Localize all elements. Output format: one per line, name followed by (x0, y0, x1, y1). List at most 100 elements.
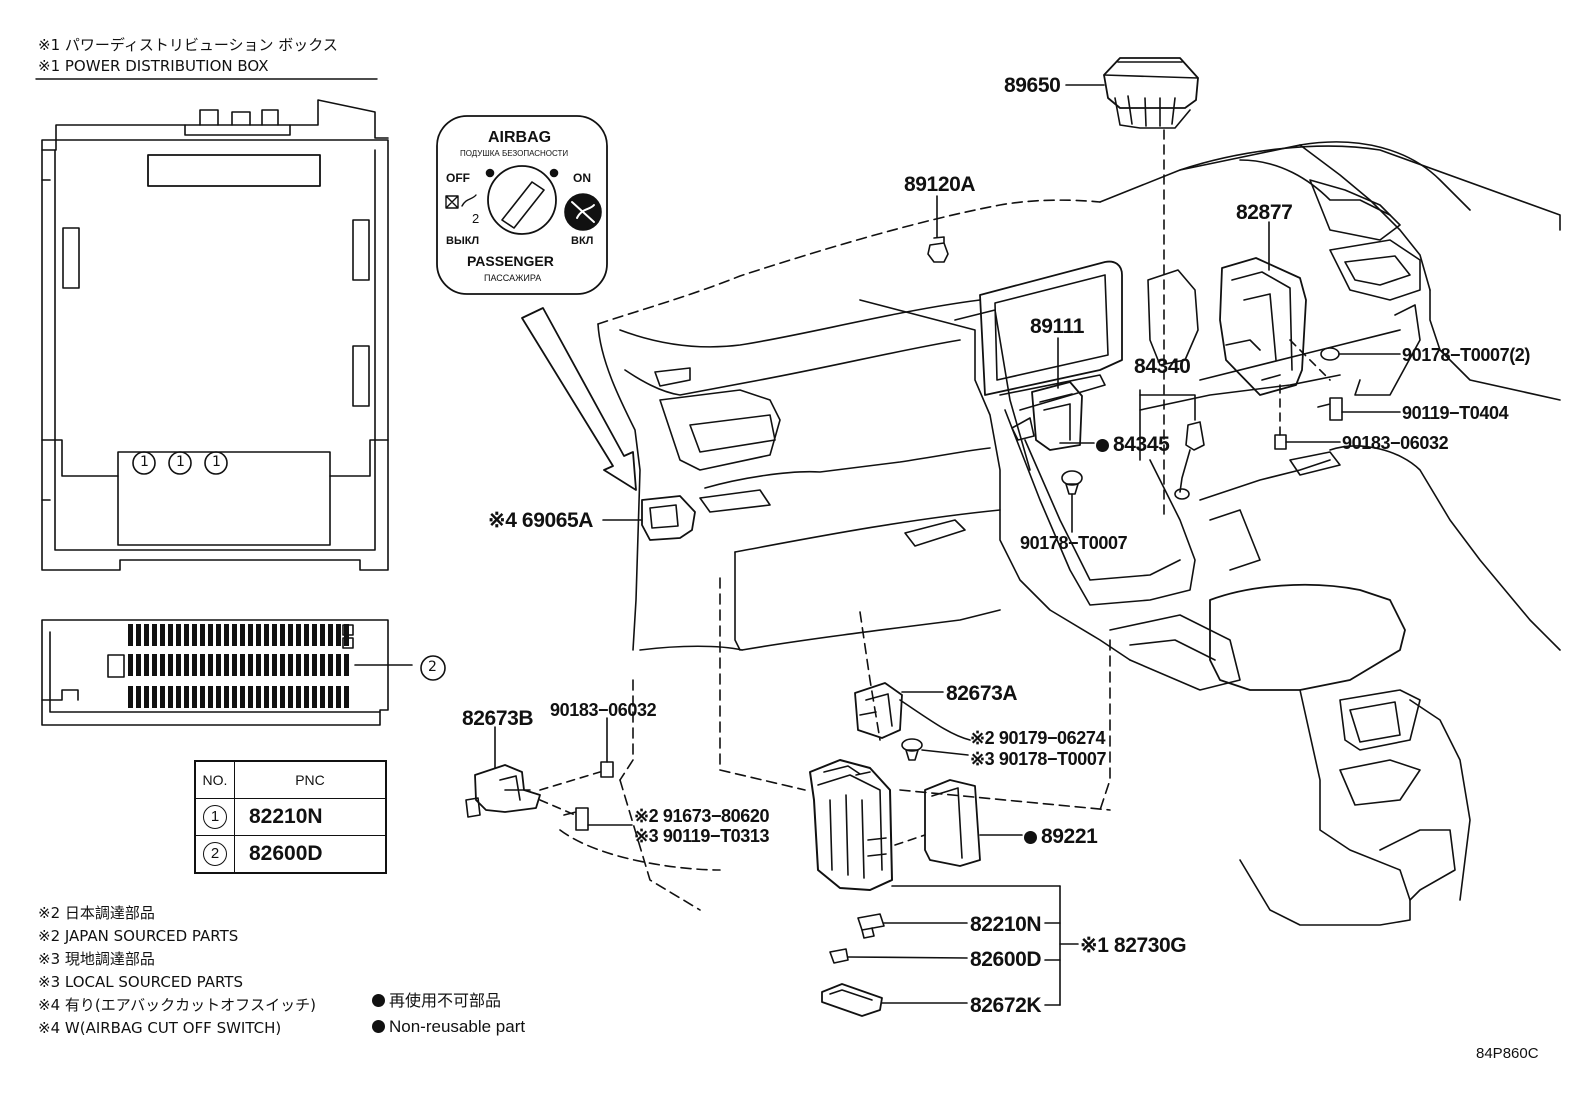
fuse-slot (128, 654, 133, 676)
fuse-slot (304, 654, 309, 676)
pointer-arrow (521, 307, 637, 491)
pnc-row-no: 1 (203, 805, 227, 829)
fuse-slot (312, 654, 317, 676)
fuse-slot (296, 686, 301, 708)
fuse-slot (240, 654, 245, 676)
dashboard-outline (559, 141, 1561, 926)
fuse-slot (240, 624, 245, 646)
fuse-slot (248, 686, 253, 708)
fuse-slot (312, 686, 317, 708)
part-90183-06032-a-sketch (1274, 434, 1341, 450)
part-number-89221: 89221 (1041, 825, 1098, 848)
part-label-89650: 89650 (1004, 74, 1061, 97)
fuse-slot (288, 654, 293, 676)
fuse-slot (344, 624, 349, 646)
fuse-slot (344, 654, 349, 676)
part-89650-sketch (1065, 57, 1199, 129)
note-en-airbag-cutoff: ※4 W(AIRBAG CUT OFF SWITCH) (38, 1019, 282, 1037)
fuse-slot (176, 654, 181, 676)
fuse-slot (128, 624, 133, 646)
header-en: ※1 POWER DISTRIBUTION BOX (38, 57, 269, 75)
fuse-slot (280, 654, 285, 676)
fuse-slot (336, 686, 341, 708)
fuse-slot (184, 686, 189, 708)
part-label-90178-T0007-a: 90178−T0007 (1020, 533, 1128, 553)
part-label-82673B: 82673B (462, 707, 534, 730)
fuse-slot (224, 624, 229, 646)
fuse-slot (152, 686, 157, 708)
airbag-title-ru: ПОДУШКА БЕЗОПАСНОСТИ (460, 149, 569, 158)
fuse-slot (256, 686, 261, 708)
airbag-off-icon (445, 194, 477, 209)
callout-2: 2 (428, 659, 437, 675)
fuse-slot (216, 686, 221, 708)
airbag-on-ru: ВКЛ (571, 235, 594, 247)
header-jp: ※1 パワーディストリビューション ボックス (38, 36, 338, 54)
part-number-84345: 84345 (1113, 433, 1170, 456)
fuse-slot (272, 624, 277, 646)
fuse-slot (224, 686, 229, 708)
airbag-switch-dial (487, 165, 557, 235)
fuse-slot (280, 686, 285, 708)
part-82673B-sketch (465, 726, 541, 818)
fuse-slot (264, 686, 269, 708)
part-label-90119-T0313: ※3 90119−T0313 (634, 826, 770, 846)
part-90183-06032-b-sketch (600, 717, 614, 778)
fuse-slot (312, 624, 317, 646)
fuse-slot (280, 624, 285, 646)
legend-dot (372, 1020, 385, 1033)
part-69065A-sketch (602, 495, 696, 541)
note-jp-local-sourced: ※3 現地調達部品 (38, 950, 155, 968)
fuse-slot (336, 654, 341, 676)
pnc-table: NO. PNC 1 82210N 2 82600D (194, 760, 387, 874)
fuse-slot (256, 654, 261, 676)
pnc-row-no: 2 (203, 842, 227, 866)
part-82673A-sketch (854, 682, 971, 741)
fuse-slot (320, 686, 325, 708)
airbag-label-frame (436, 115, 608, 295)
fuse-callout-1c (204, 451, 228, 475)
fuse-slot (248, 654, 253, 676)
fuse-block-callout-2 (420, 655, 446, 681)
fuse-slot (192, 624, 197, 646)
part-label-90183-06032-b: 90183−06032 (550, 700, 657, 720)
fuse-slot (200, 654, 205, 676)
fuse-slot (304, 624, 309, 646)
part-label-84345: 84345 (1096, 433, 1170, 456)
part-84340-sketch (1139, 389, 1205, 500)
fuse-slot (176, 686, 181, 708)
airbag-passenger: PASSENGER (467, 253, 554, 269)
fuse-slot (320, 654, 325, 676)
fuse-slot (160, 686, 165, 708)
part-89120A-sketch (927, 236, 949, 263)
pnc-row-value: 82600D (234, 835, 387, 874)
fuse-slot (136, 654, 141, 676)
airbag-passenger-ru: ПАССАЖИРА (484, 273, 542, 283)
fuse-slot (216, 624, 221, 646)
part-label-90119-T0404: 90119−T0404 (1402, 403, 1509, 423)
fuse-slot (232, 654, 237, 676)
callout-1b: 1 (176, 454, 185, 470)
fuse-slot (288, 686, 293, 708)
airbag-two-text: 2 (472, 211, 480, 226)
part-label-82600D: 82600D (970, 948, 1042, 971)
fuse-slot (272, 686, 277, 708)
fuse-slot (208, 624, 213, 646)
fuse-slot (144, 624, 149, 646)
fuse-callout-1a (132, 451, 156, 475)
fuse-slot (264, 654, 269, 676)
fuse-slot (208, 654, 213, 676)
callout-1a: 1 (140, 454, 149, 470)
fuse-slot (296, 624, 301, 646)
power-distribution-box-side (41, 619, 446, 726)
legend-en-text: Non-reusable part (389, 1017, 526, 1036)
legend-en: Non-reusable part (372, 1018, 525, 1035)
part-82672K-sketch (821, 983, 968, 1017)
fuse-slot (136, 686, 141, 708)
legend-jp-text: 再使用不可部品 (389, 991, 502, 1010)
fuse-slot (152, 654, 157, 676)
fuse-grid (128, 624, 349, 708)
part-82877-sketch (1219, 221, 1307, 396)
diagram-id: 84P860C (1476, 1045, 1539, 1062)
pnc-table-row: 1 82210N (194, 798, 387, 836)
